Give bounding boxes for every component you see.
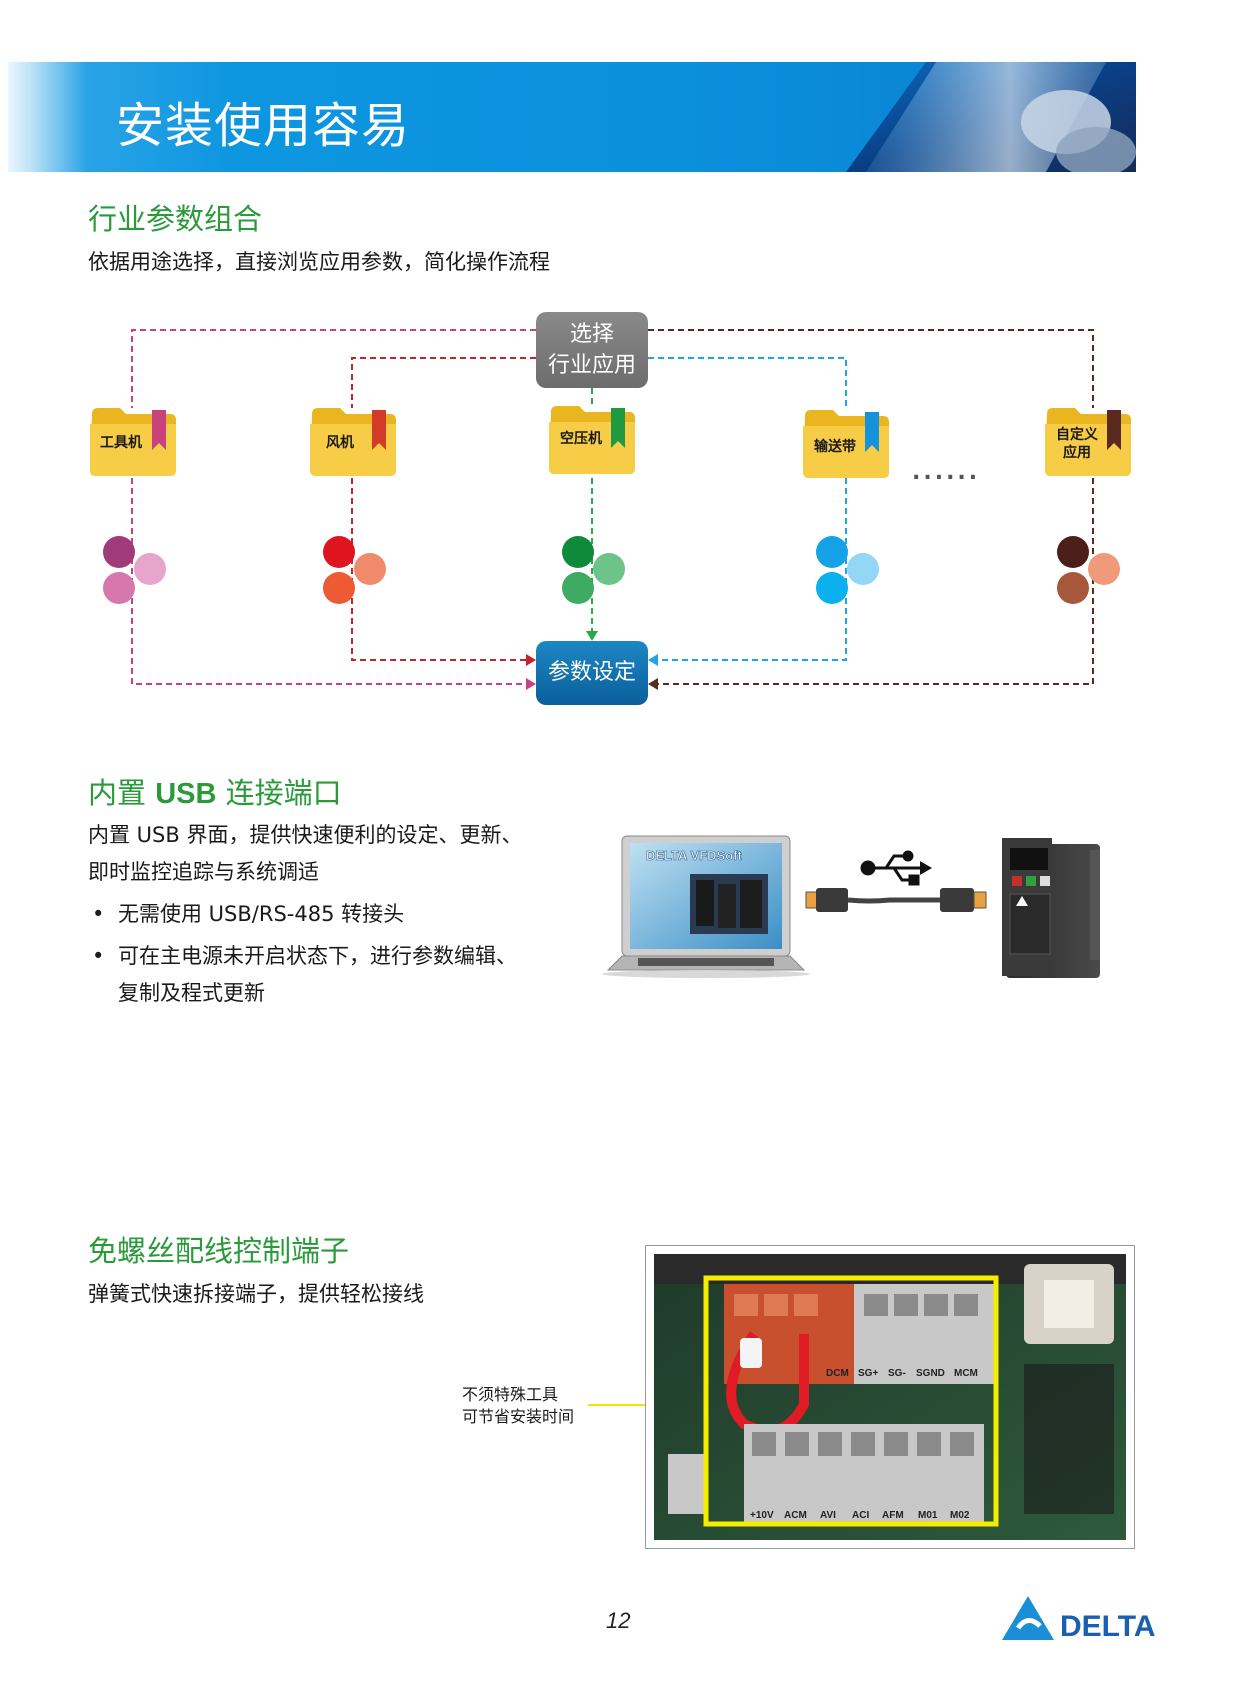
title-pre: 内置 bbox=[88, 776, 156, 810]
dot bbox=[1057, 572, 1089, 604]
delta-logo-icon: DELTA bbox=[1002, 1596, 1156, 1643]
terminal-label: DCM bbox=[826, 1368, 849, 1379]
section-desc-industry-params: 依据用途选择，直接浏览应用参数，简化操作流程 bbox=[88, 250, 550, 274]
title-post: 连接端口 bbox=[216, 776, 342, 810]
header-banner: 安装使用容易 bbox=[8, 62, 1136, 172]
terminal-label: M01 bbox=[918, 1510, 938, 1521]
highlight-box bbox=[703, 1275, 999, 1527]
terminal-label: SG- bbox=[888, 1368, 906, 1379]
dot bbox=[103, 572, 135, 604]
dot bbox=[323, 572, 355, 604]
folder-conveyor: 输送带 bbox=[801, 408, 891, 480]
folder-label: 输送带 bbox=[814, 439, 856, 455]
bullet-text-line1: 可在主电源未开启状态下，进行参数编辑、 bbox=[118, 944, 517, 968]
dot bbox=[562, 572, 594, 604]
callout-line2: 可节省安装时间 bbox=[462, 1407, 575, 1426]
terminal-block-photo: DCM SG+ SG- SGND MCM +10V ACM AVI ACI AF… bbox=[645, 1245, 1135, 1549]
folder-label-custom: 自定义 应用 bbox=[1047, 426, 1107, 462]
dot bbox=[847, 553, 879, 585]
dot bbox=[593, 553, 625, 585]
usb-desc-line1: 内置 USB 界面，提供快速便利的设定、更新、 bbox=[88, 823, 523, 847]
folder-icon bbox=[90, 408, 176, 476]
dot bbox=[816, 572, 848, 604]
dot bbox=[1088, 553, 1120, 585]
folder-label-line2: 应用 bbox=[1063, 445, 1091, 461]
terminal-label: SG+ bbox=[858, 1368, 878, 1379]
more-industries-ellipsis: ...... bbox=[912, 460, 981, 485]
folder-icon bbox=[803, 410, 889, 478]
dot bbox=[134, 553, 166, 585]
usb-desc-line2: 即时监控追踪与系统调适 bbox=[88, 860, 319, 884]
laptop-screen-text: DELTA VFDSoft bbox=[646, 848, 742, 863]
terminal-label: ACM bbox=[784, 1510, 807, 1521]
folder-machine-tool: 工具机 bbox=[88, 406, 178, 478]
folder-icon bbox=[1045, 408, 1131, 476]
terminal-label: +10V bbox=[750, 1510, 774, 1521]
folder-icon bbox=[549, 406, 635, 474]
select-node-line2: 行业应用 bbox=[547, 353, 636, 378]
industry-param-diagram: 选择 行业应用 参数设定 工具机 风机 空压机 输送 bbox=[0, 300, 1240, 720]
usb-bullets: 无需使用 USB/RS-485 转接头 可在主电源未开启状态下，进行参数编辑、 … bbox=[88, 896, 517, 1017]
usb-icon bbox=[860, 850, 932, 886]
folder-icon bbox=[310, 408, 396, 476]
bullet-text-line2: 复制及程式更新 bbox=[118, 981, 265, 1005]
select-industry-node: 选择 行业应用 bbox=[536, 312, 648, 388]
folder-fan: 风机 bbox=[308, 406, 398, 478]
laptop-usb-drive-illustration: DELTA VFDSoft bbox=[602, 835, 1100, 978]
folder-label: 空压机 bbox=[560, 431, 602, 447]
title-usb: USB bbox=[155, 778, 217, 810]
folder-label: 工具机 bbox=[100, 435, 142, 451]
section-desc-usb: 内置 USB 界面，提供快速便利的设定、更新、 即时监控追踪与系统调适 bbox=[88, 817, 522, 891]
bullet-item: 无需使用 USB/RS-485 转接头 bbox=[88, 896, 517, 933]
dot bbox=[816, 536, 848, 568]
banner-hand-photo bbox=[846, 62, 1136, 172]
bullet-item: 可在主电源未开启状态下，进行参数编辑、 复制及程式更新 bbox=[88, 938, 517, 1012]
terminal-label: AFM bbox=[882, 1510, 904, 1521]
logo-wordmark: DELTA bbox=[1060, 1610, 1156, 1643]
diagram-connectors bbox=[131, 329, 1094, 690]
dot bbox=[323, 536, 355, 568]
dot bbox=[1057, 536, 1089, 568]
terminal-label: M02 bbox=[950, 1510, 970, 1521]
section-title-usb: 内置 USB 连接端口 bbox=[88, 770, 342, 812]
usb-connection-figure: DELTA VFDSoft bbox=[590, 830, 1140, 1000]
terminal-label: MCM bbox=[954, 1368, 978, 1379]
folder-label: 风机 bbox=[326, 435, 354, 451]
select-node-line1: 选择 bbox=[569, 322, 614, 347]
dot bbox=[354, 553, 386, 585]
terminal-label: SGND bbox=[916, 1368, 945, 1379]
callout-leader-line bbox=[588, 1404, 698, 1406]
page-number: 12 bbox=[606, 1608, 631, 1633]
terminal-label: AVI bbox=[820, 1510, 836, 1521]
callout-line1: 不须特殊工具 bbox=[462, 1385, 559, 1404]
folder-label-line1: 自定义 bbox=[1056, 427, 1098, 443]
terminal-label: ACI bbox=[852, 1510, 869, 1521]
section-title-screwless: 免螺丝配线控制端子 bbox=[88, 1234, 350, 1268]
page-title: 安装使用容易 bbox=[116, 98, 411, 154]
folder-air-compressor: 空压机 bbox=[547, 404, 637, 476]
param-setting-node: 参数设定 bbox=[536, 641, 648, 705]
section-title-industry-params: 行业参数组合 bbox=[88, 202, 263, 236]
section-desc-screwless: 弹簧式快速拆接端子，提供轻松接线 bbox=[88, 1282, 424, 1306]
bullet-text: 无需使用 USB/RS-485 转接头 bbox=[118, 902, 405, 926]
folder-custom: 自定义 应用 bbox=[1043, 406, 1133, 478]
dot bbox=[103, 536, 135, 568]
delta-logo: DELTA bbox=[1000, 1592, 1160, 1644]
dot bbox=[562, 536, 594, 568]
terminal-callout: 不须特殊工具 可节省安装时间 bbox=[462, 1384, 574, 1428]
terminal-block-illustration: DCM SG+ SG- SGND MCM +10V ACM AVI ACI AF… bbox=[654, 1254, 1126, 1540]
